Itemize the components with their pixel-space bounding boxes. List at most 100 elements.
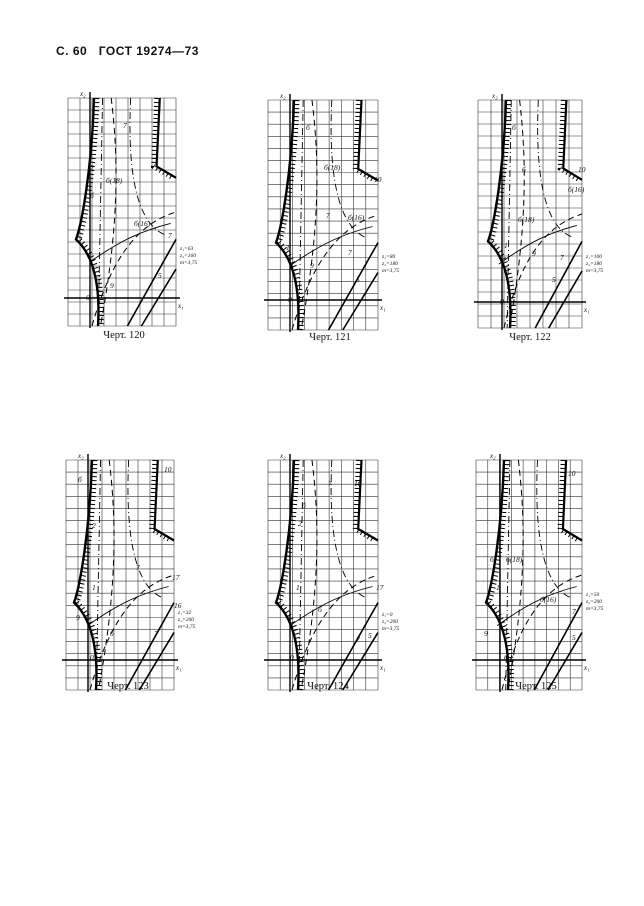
curve-label: 7: [572, 607, 576, 616]
boundary-left: [274, 459, 300, 691]
page-number: С. 60: [56, 44, 88, 58]
limit-line-2: [342, 632, 379, 691]
parameter-text: z₁=0: [381, 612, 393, 618]
curve-dashdot-2: [298, 99, 304, 331]
curve-label: б: [90, 191, 94, 200]
parameter-text: z₂=200: [177, 617, 194, 623]
curve-solid-thin: [498, 224, 577, 265]
curve-dashdot-1: [537, 99, 572, 238]
curve-label: 10: [354, 479, 362, 488]
boundary-left: [274, 99, 300, 331]
curve-label: 7: [328, 479, 332, 488]
curve-label: 9: [310, 261, 314, 270]
boundary-right: [155, 97, 177, 179]
caption-120: Черт. 120: [103, 330, 145, 341]
limit-line-2: [547, 632, 583, 691]
curve-label: 17: [376, 583, 384, 592]
parameter-text: z₁=80: [381, 254, 396, 260]
curve-label: 0: [504, 653, 508, 662]
parameter-text: m=3,75: [178, 624, 196, 630]
limit-line-1: [534, 240, 583, 329]
curve-label: 5: [368, 631, 372, 640]
limit-line-1: [327, 602, 379, 691]
curve-label: 5: [552, 275, 556, 284]
axis-label-y: x₂: [279, 452, 286, 460]
curve-label: 10: [578, 165, 586, 174]
boundary-right: [561, 459, 583, 542]
caption-121: Черт. 121: [309, 332, 351, 343]
curve-label: б: [522, 165, 526, 174]
parameter-text: z₂=200: [585, 599, 602, 605]
curve-label: 1: [496, 583, 500, 592]
curve-label: 1: [296, 583, 300, 592]
parameter-text: z₁=50: [585, 592, 600, 598]
axis-label-x: x₁: [583, 664, 590, 672]
curve-label: 9: [110, 281, 114, 290]
curve-label: 7: [560, 253, 564, 262]
curve-label: б: [512, 123, 516, 132]
curve-label: 7: [356, 635, 360, 644]
curve-label: 17: [172, 573, 180, 582]
curve-dashed-2: [507, 459, 524, 691]
hatch-right: [557, 99, 581, 182]
caption-125: Черт. 125: [515, 681, 557, 692]
curve-dashed-2: [97, 459, 115, 691]
grid: [65, 459, 175, 691]
curve-label: б(16): [348, 213, 365, 222]
curve-label: 9: [76, 613, 80, 622]
axis-label-y: x₂: [79, 90, 86, 98]
parameter-text: z₁=100: [585, 254, 602, 260]
axis-label-x: x₁: [177, 302, 184, 310]
limit-line-2: [140, 268, 177, 327]
grid: [267, 459, 379, 691]
parameter-text: m=3,75: [586, 606, 604, 612]
curve-label: 2: [298, 519, 302, 528]
caption-122: Черт. 122: [509, 332, 551, 343]
curve-dashed-1: [503, 213, 583, 329]
curve-dashed-1: [291, 214, 379, 331]
curve-label: 1: [92, 583, 96, 592]
curve-solid-thin: [496, 586, 577, 626]
curve-label: 9: [532, 249, 536, 258]
curve-label: 0: [288, 295, 292, 304]
grid: [477, 99, 583, 329]
parameter-text: z₂=200: [381, 619, 398, 625]
parameter-text: m=3,75: [586, 268, 604, 274]
curve-label: 7: [168, 231, 172, 240]
boundary-left: [484, 459, 510, 691]
curve-label: б: [302, 501, 306, 510]
axis-label-x: x₁: [379, 304, 386, 312]
curve-label: б: [318, 605, 322, 614]
curve-label: б: [306, 123, 310, 132]
boundary-right: [357, 459, 379, 542]
curve-label: б(16): [540, 595, 557, 604]
curve-label: 2: [290, 165, 294, 174]
curve-dashdot-2: [95, 459, 102, 691]
curve-label: б(18): [518, 215, 535, 224]
curve-label: 16: [174, 601, 182, 610]
parameter-text: z₁=32: [177, 610, 192, 616]
parameter-text: z₂=180: [381, 261, 398, 267]
curve-label: 10: [164, 465, 172, 474]
boundary-left: [72, 459, 98, 691]
limit-line-2: [548, 270, 583, 329]
curve-label: 5: [572, 633, 576, 642]
curve-label: б(18): [106, 176, 123, 185]
parameter-text: z₁=63: [179, 246, 194, 252]
curve-dashed-1: [291, 574, 379, 691]
parameter-text: z₂=160: [179, 253, 196, 259]
curve-label: б(18): [324, 163, 341, 172]
curve-label: 7: [136, 563, 140, 572]
curve-dashdot-2: [505, 459, 511, 691]
curve-dashdot-1: [330, 459, 368, 599]
limit-line-1: [533, 602, 583, 691]
axis-label-y: x₂: [491, 92, 498, 100]
curve-label: 7: [326, 211, 330, 220]
curve-label: 0: [500, 297, 504, 306]
hatch-right: [148, 459, 173, 543]
